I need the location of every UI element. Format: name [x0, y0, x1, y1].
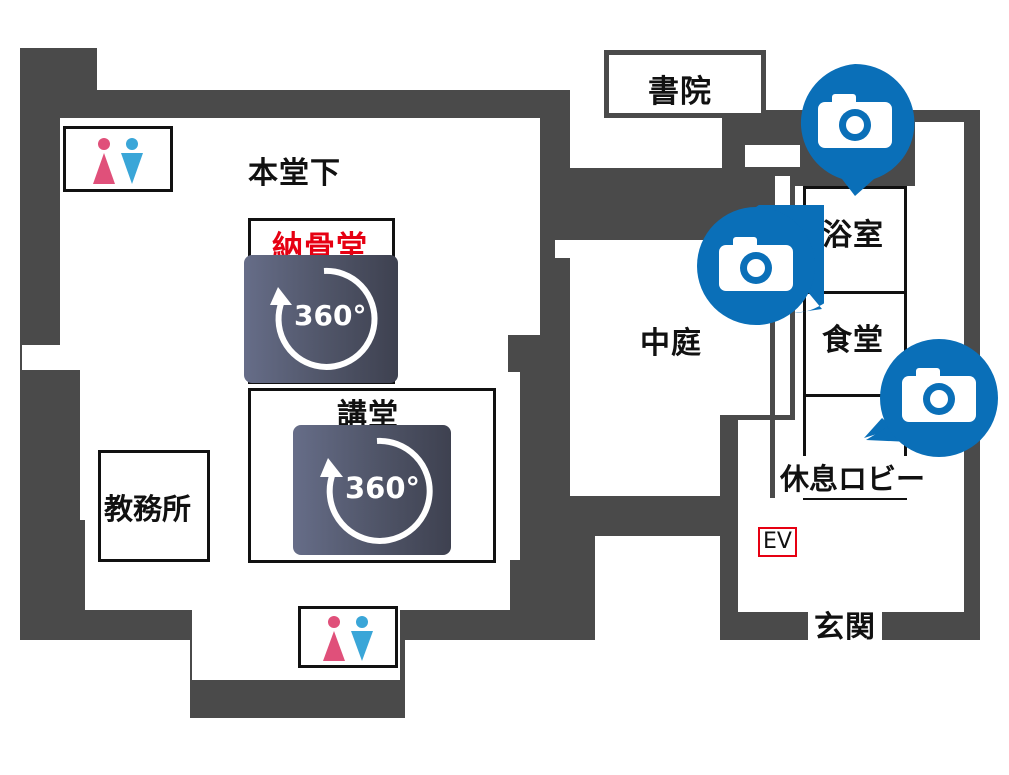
restroom-icon [323, 616, 373, 661]
view-360-label: 360° [345, 471, 421, 505]
main-hall-wall [20, 48, 775, 718]
room-label-shoin: 書院 [648, 74, 712, 110]
camera-pin-yokushitsu[interactable] [794, 62, 916, 198]
room-shoin [604, 50, 766, 118]
camera-icon [800, 63, 915, 196]
camera-pin-shokudo[interactable] [694, 195, 851, 329]
entrance-label: 玄関 [808, 602, 882, 646]
area-label-nakaniwa: 中庭 [640, 326, 702, 361]
camera-icon [864, 339, 998, 457]
camera-pin-kyusoku-lobby[interactable] [862, 338, 1000, 462]
rotate-360-icon [320, 437, 433, 544]
restroom-top [63, 126, 173, 192]
room-label-yokushitsu: 浴室 [822, 218, 884, 253]
view-360-button-nokotsudo[interactable]: 360° [244, 255, 398, 383]
room-label-kyomusho: 教務所 [104, 492, 192, 526]
room-kyomusho [98, 450, 210, 562]
restroom-icon [93, 138, 143, 184]
restroom-bottom [298, 606, 398, 668]
rotate-360-icon [270, 267, 378, 370]
room-label-kyusoku-lobby: 休息ロビー [778, 456, 928, 498]
view-360-button-kodo[interactable]: 360° [293, 425, 451, 555]
courtyard-wall [540, 168, 740, 196]
elevator-label: EV [758, 527, 797, 557]
room-label-hondo-shita: 本堂下 [248, 156, 341, 191]
view-360-label: 360° [294, 299, 367, 332]
camera-icon [697, 195, 851, 325]
room-label-shokudo: 食堂 [822, 323, 884, 358]
